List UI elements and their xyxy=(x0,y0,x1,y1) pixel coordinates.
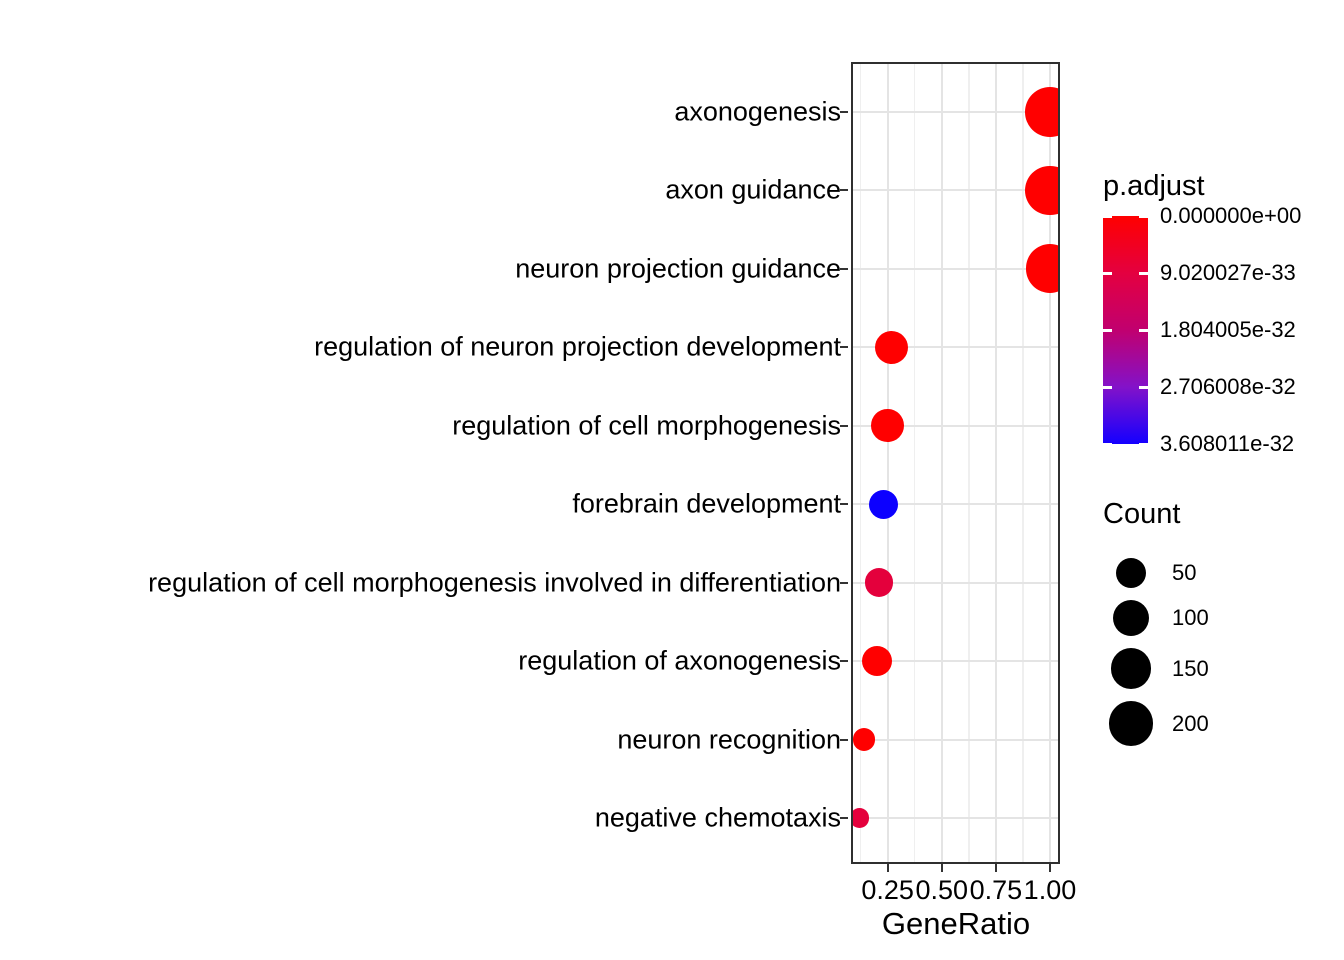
colorbar-tick xyxy=(1139,328,1148,332)
grid-line-horizontal-major xyxy=(851,581,1060,584)
count-legend-dot xyxy=(1112,599,1150,637)
count-legend-label: 100 xyxy=(1172,605,1209,631)
y-axis-category-label: axon guidance xyxy=(665,174,841,205)
y-axis-category-label: regulation of cell morphogenesis xyxy=(452,410,841,441)
data-point-dot xyxy=(851,808,870,828)
colorbar-tick xyxy=(1103,328,1112,332)
y-axis-category-label: negative chemotaxis xyxy=(594,802,841,833)
y-axis-tick xyxy=(840,660,848,663)
colorbar-tick xyxy=(1139,216,1148,218)
count-legend-dot xyxy=(1108,701,1154,747)
colorbar-tick-label: 3.608011e-32 xyxy=(1160,431,1295,456)
colorbar-tick xyxy=(1103,271,1112,275)
count-legend-label: 150 xyxy=(1172,655,1209,681)
y-axis-category-label: regulation of cell morphogenesis involve… xyxy=(148,567,841,598)
grid-line-horizontal-major xyxy=(851,660,1060,663)
grid-line-vertical-minor xyxy=(913,62,916,864)
y-axis-category-label: neuron projection guidance xyxy=(515,253,841,284)
plot-panel xyxy=(851,62,1060,864)
data-point-dot xyxy=(871,409,905,443)
y-axis-tick xyxy=(840,424,848,427)
grid-line-horizontal-major xyxy=(851,189,1060,192)
data-point-dot xyxy=(868,489,898,519)
grid-line-horizontal-major xyxy=(851,346,1060,349)
grid-line-horizontal-major xyxy=(851,424,1060,427)
grid-line-horizontal-major xyxy=(851,503,1060,506)
grid-line-vertical-major xyxy=(886,62,889,864)
count-legend-label: 50 xyxy=(1172,559,1197,585)
count-legend-label: 200 xyxy=(1172,710,1209,736)
data-point-dot xyxy=(1025,87,1060,137)
grid-line-horizontal-major xyxy=(851,111,1060,113)
padjust-colorbar-gradient xyxy=(1103,216,1148,444)
x-axis-title: GeneRatio xyxy=(881,906,1031,941)
y-axis-tick xyxy=(840,738,848,741)
grid-line-vertical-major xyxy=(1048,62,1051,864)
x-axis-tick xyxy=(994,864,997,872)
count-legend-dot xyxy=(1110,648,1152,690)
colorbar-tick-label: 9.020027e-33 xyxy=(1160,260,1296,285)
y-axis-category-label: forebrain development xyxy=(572,488,841,519)
grid-line-horizontal-major xyxy=(851,738,1060,741)
data-point-dot xyxy=(1025,244,1060,294)
colorbar-tick xyxy=(1103,216,1112,218)
grid-line-vertical-minor xyxy=(968,62,970,864)
grid-line-horizontal-major xyxy=(851,817,1060,820)
count-legend-title: Count xyxy=(1103,498,1181,530)
colorbar-tick-label: 2.706008e-32 xyxy=(1160,374,1296,399)
x-axis-tick xyxy=(940,864,943,872)
grid-line-vertical-major xyxy=(940,62,943,864)
y-axis-category-label: neuron recognition xyxy=(617,724,841,755)
grid-line-vertical-minor xyxy=(1022,62,1024,864)
grid-line-horizontal-major xyxy=(851,267,1060,270)
x-axis-tick xyxy=(886,864,889,872)
y-axis-category-label: regulation of axonogenesis xyxy=(518,645,841,676)
data-point-dot xyxy=(1025,165,1060,216)
y-axis-tick xyxy=(840,817,848,820)
colorbar-tick xyxy=(1103,385,1112,389)
data-point-dot xyxy=(875,330,909,364)
x-axis-tick-label: 1.00 xyxy=(1023,875,1077,905)
colorbar-tick xyxy=(1103,442,1112,444)
x-axis-tick-label: 0.50 xyxy=(915,875,969,905)
y-axis-tick xyxy=(840,346,848,349)
colorbar-tick-label: 0.000000e+00 xyxy=(1160,203,1302,228)
data-point-dot xyxy=(861,646,892,677)
colorbar-tick xyxy=(1139,442,1148,444)
count-legend-dot xyxy=(1116,558,1146,588)
data-point-dot xyxy=(864,568,894,597)
grid-line-vertical-minor xyxy=(859,62,862,864)
y-axis-category-label: axonogenesis xyxy=(674,96,841,127)
x-axis-tick-label: 0.25 xyxy=(861,875,914,905)
padjust-legend-title: p.adjust xyxy=(1103,170,1205,202)
x-axis-tick-label: 0.75 xyxy=(969,875,1023,905)
colorbar-tick-label: 1.804005e-32 xyxy=(1160,317,1296,342)
y-axis-category-label: regulation of neuron projection developm… xyxy=(314,331,841,362)
colorbar-tick xyxy=(1139,385,1148,389)
y-axis-tick xyxy=(840,267,848,270)
colorbar-tick xyxy=(1139,271,1148,275)
y-axis-tick xyxy=(840,503,848,506)
y-axis-tick xyxy=(840,111,848,113)
x-axis-tick xyxy=(1048,864,1051,872)
y-axis-tick xyxy=(840,189,848,192)
y-axis-tick xyxy=(840,581,848,584)
grid-line-vertical-major xyxy=(994,62,997,864)
data-point-dot xyxy=(852,728,876,751)
